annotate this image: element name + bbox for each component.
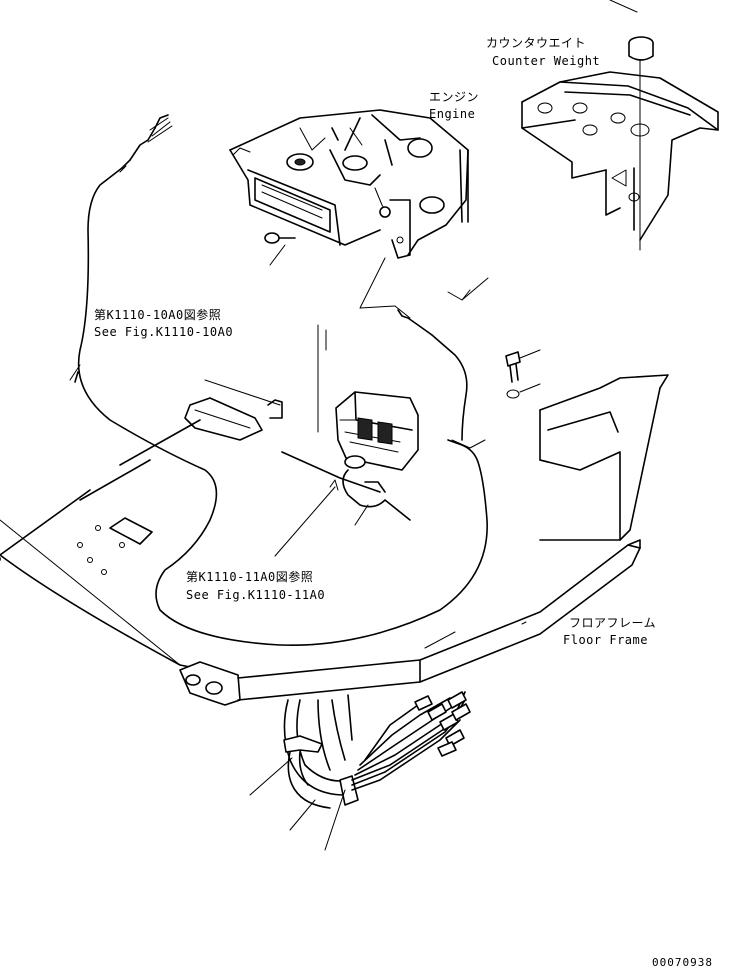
counter-weight-label-jp: カウンタウエイト [486,36,587,50]
bolt-washer [505,349,541,399]
floor-frame [0,419,641,706]
counter-weight [521,0,719,251]
floor-frame-label-en: Floor Frame [563,633,648,647]
drawing-number: 00070938 [652,956,713,969]
throttle-cable [359,257,489,441]
ref2-label-jp: 第K1110-11A0図参照 [186,570,314,584]
engine-label-jp: エンジン [429,90,480,104]
floor-frame-panel [539,374,669,541]
left-cable [74,114,488,647]
ref2-label-en: See Fig.K1110-11A0 [186,588,326,602]
engine-label-en: Engine [429,107,476,121]
ref1-label-en: See Fig.K1110-10A0 [94,325,234,339]
engine [229,109,469,266]
cabin-box [184,324,419,557]
counter-weight-label-en: Counter Weight [492,54,601,68]
ref1-label-jp: 第K1110-10A0図参照 [94,308,222,322]
hose-bundle [249,691,471,851]
floor-frame-label-jp: フロアフレーム [569,616,657,630]
